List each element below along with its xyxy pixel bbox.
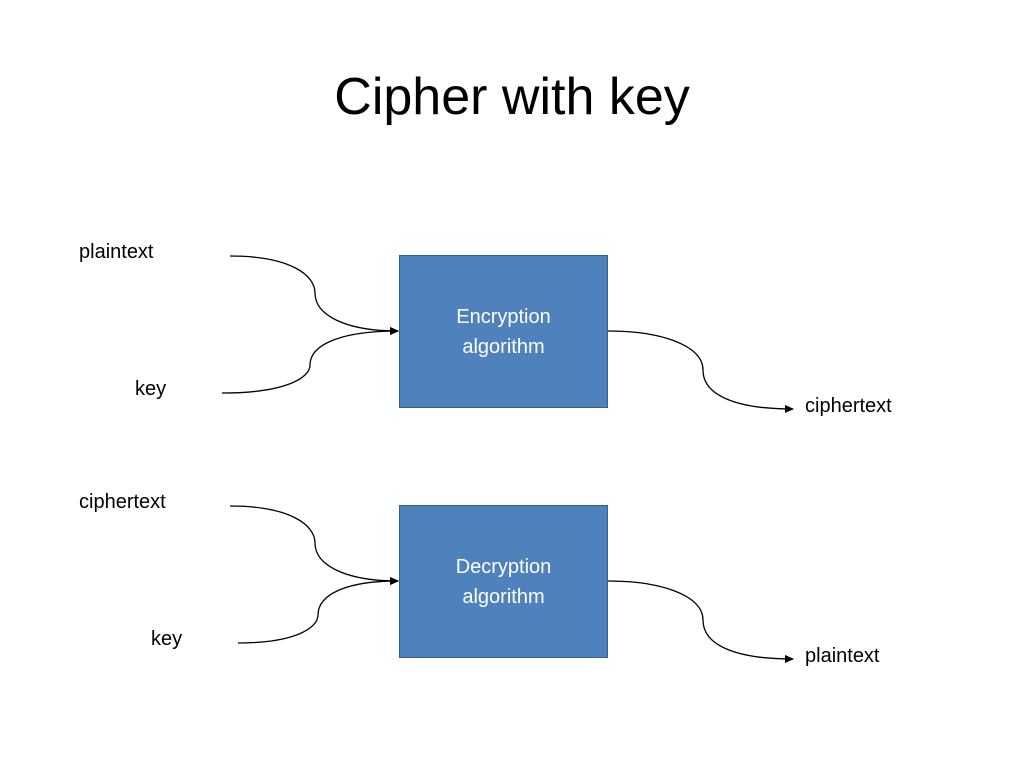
decryption-algorithm-box: Decryption algorithm	[399, 505, 608, 658]
dec-input-ciphertext-label: ciphertext	[79, 491, 166, 513]
encryption-box-line2: algorithm	[462, 335, 545, 358]
encryption-box-line1: Encryption	[456, 305, 551, 328]
enc-output-arrow	[607, 330, 794, 413]
enc-plaintext-arrow	[229, 255, 399, 335]
dec-key-arrow	[237, 577, 399, 644]
enc-output-ciphertext-label: ciphertext	[805, 395, 892, 417]
dec-output-plaintext-label: plaintext	[805, 645, 880, 667]
enc-input-plaintext-label: plaintext	[79, 241, 154, 263]
encryption-algorithm-box: Encryption algorithm	[399, 255, 608, 408]
slide-title: Cipher with key	[334, 68, 690, 126]
decryption-box-line1: Decryption	[455, 555, 552, 578]
dec-ciphertext-arrow	[229, 505, 399, 585]
decryption-box-line2: algorithm	[462, 585, 545, 608]
dec-input-key-label: key	[151, 628, 183, 650]
dec-output-arrow	[607, 580, 794, 663]
enc-input-key-label: key	[135, 378, 167, 400]
enc-key-arrow	[221, 327, 399, 394]
